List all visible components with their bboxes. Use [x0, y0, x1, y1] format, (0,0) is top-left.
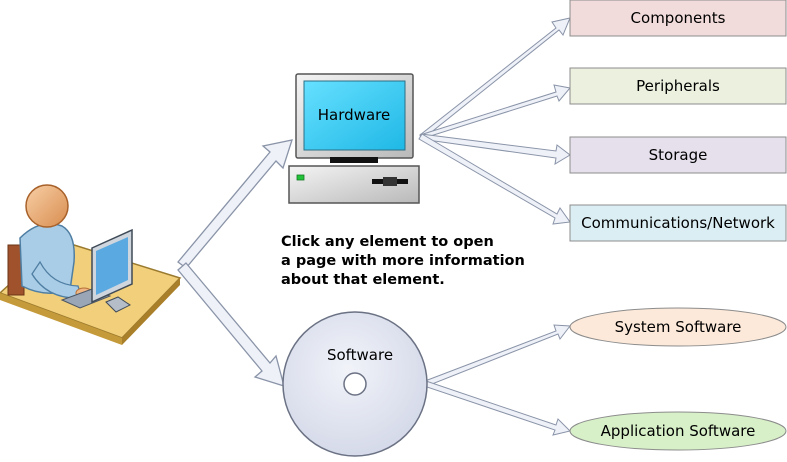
peripherals-box	[569, 67, 787, 105]
software-item-system-software[interactable]: System Software	[569, 307, 787, 347]
peripherals-label: Peripherals	[636, 77, 720, 95]
components-label: Components	[631, 9, 726, 27]
disc-hole-icon	[343, 372, 367, 396]
application-software-ellipse	[569, 411, 787, 451]
storage-label: Storage	[649, 146, 708, 164]
arrow-to-peripherals-icon	[419, 84, 571, 140]
arrow-to-components-icon	[419, 17, 571, 139]
arrow-to-hardware-icon	[177, 139, 293, 269]
arrow-to-system-software-icon	[424, 324, 571, 387]
communications-network-label: Communications/Network	[581, 214, 775, 232]
software-label: Software	[327, 346, 393, 364]
hardware-item-peripherals[interactable]: Peripherals	[569, 67, 787, 105]
instructions-line-2: a page with more information	[281, 253, 525, 269]
application-software-label: Application Software	[601, 422, 756, 440]
components-box	[569, 0, 787, 37]
hardware-item-components[interactable]: Components	[569, 0, 787, 37]
arrow-to-storage-icon	[419, 133, 571, 165]
system-software-label: System Software	[615, 318, 742, 336]
system-software-ellipse	[569, 307, 787, 347]
hardware-computer[interactable]: Hardware	[288, 73, 420, 204]
power-led-icon	[296, 174, 305, 181]
hardware-item-storage[interactable]: Storage	[569, 136, 787, 174]
storage-box	[569, 136, 787, 174]
communications-network-box	[569, 204, 787, 242]
hardware-item-communications-network[interactable]: Communications/Network	[569, 204, 787, 242]
arrow-to-application-software-icon	[423, 380, 571, 436]
software-disc[interactable]: Software	[282, 311, 428, 457]
arrow-to-network-icon	[418, 133, 571, 225]
arrow-to-software-icon	[177, 262, 285, 387]
instructions-text: Click any element to open a page with mo…	[281, 233, 541, 290]
software-item-application-software[interactable]: Application Software	[569, 411, 787, 451]
hardware-label: Hardware	[318, 106, 390, 124]
arrows-layer	[177, 17, 571, 436]
instructions-line-1: Click any element to open	[281, 234, 494, 250]
user-at-computer-illustration	[0, 184, 182, 345]
instructions-line-3: about that element.	[281, 272, 445, 288]
